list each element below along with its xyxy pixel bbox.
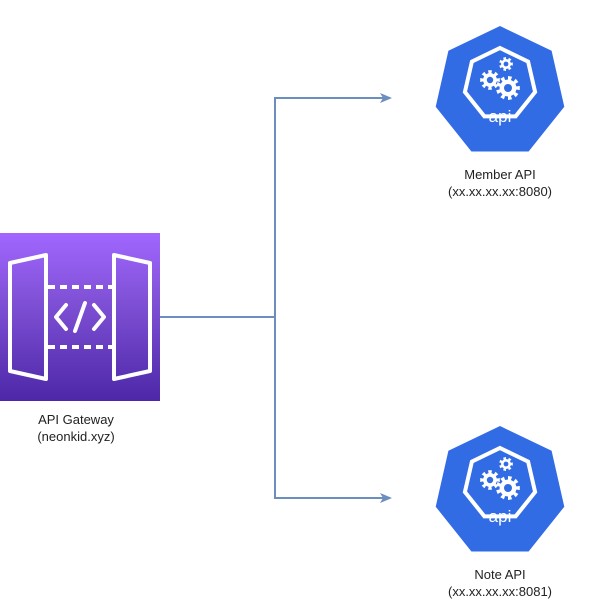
gear-hole [503,461,509,467]
gear-hole [486,476,494,484]
gear-hole [504,84,512,92]
gear-hole [504,484,512,492]
member-api-kubernetes-icon: api [435,26,565,152]
gear-hole [486,76,494,84]
member-api-label: Member API (xx.xx.xx.xx:8080) [420,166,580,200]
connector-to-note-api [160,316,392,503]
api-gateway-name: API Gateway [38,412,114,427]
connector-to-member-api [160,93,392,318]
note-api-address: (xx.xx.xx.xx:8081) [447,584,553,599]
member-api-address: (xx.xx.xx.xx:8080) [447,184,553,199]
member-api-name: Member API [464,167,536,182]
note-api-label: Note API (xx.xx.xx.xx:8081) [420,566,580,600]
api-gateway-label: API Gateway (neonkid.xyz) [0,411,152,445]
member-api-badge: api [489,107,512,126]
note-api-name: Note API [474,567,526,582]
gear-hole [503,61,509,67]
note-api-kubernetes-icon: api [435,426,565,552]
note-api-badge: api [489,507,512,526]
api-gateway-host: (neonkid.xyz) [37,429,115,444]
api-gateway-icon [0,233,160,401]
